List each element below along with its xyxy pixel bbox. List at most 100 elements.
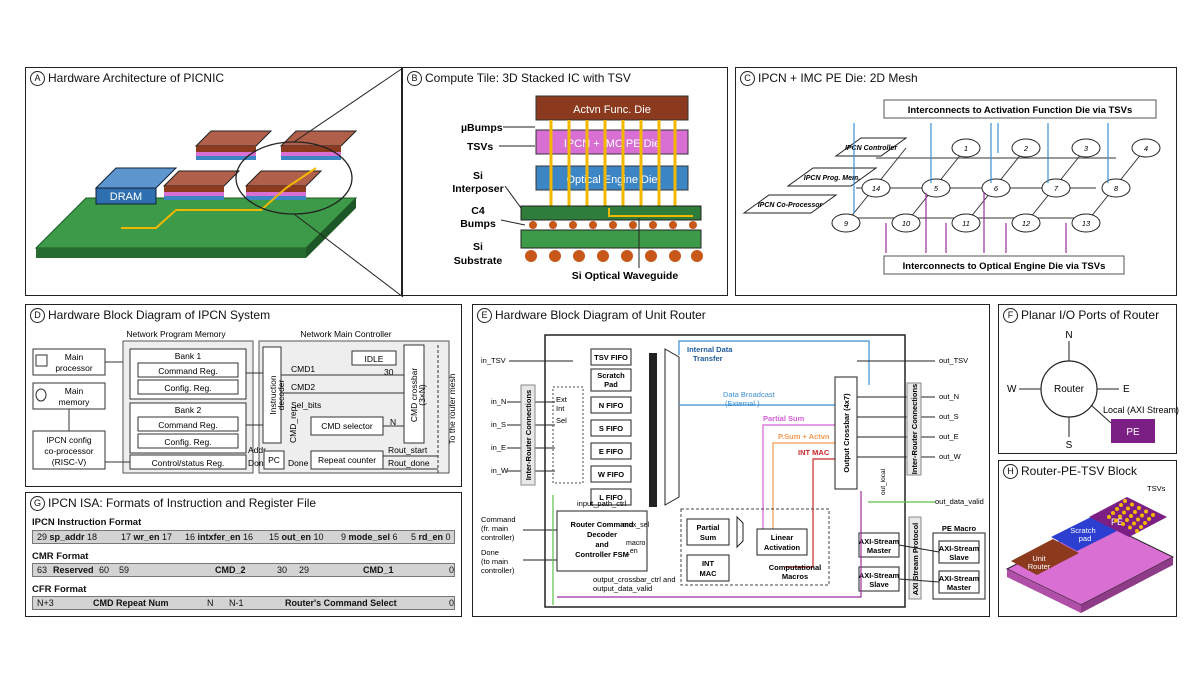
- svg-text:TSVs: TSVs: [1147, 484, 1166, 493]
- cmr-format-row: 63 Reserved 60 59 CMD_2 30 29 CMD_1 0: [32, 563, 455, 577]
- tsvs-label: TSVs: [467, 141, 493, 153]
- svg-text:mux_sel: mux_sel: [623, 522, 650, 529]
- mesh-node-label: 4: [1144, 144, 1148, 153]
- int-mac-line: [785, 458, 835, 568]
- repeat-counter-box: [310, 450, 384, 470]
- tsv-dot: [1137, 506, 1141, 510]
- mesh-node-label: 13: [1082, 219, 1091, 228]
- waveguide-b: [226, 167, 317, 211]
- svg-text:Addr.: Addr.: [248, 445, 268, 455]
- field-mode-sel: 9 mode_sel 6: [341, 532, 398, 542]
- panel-b-arrows: [499, 126, 640, 268]
- partial-sum-block: [686, 518, 730, 546]
- svg-text:Control/status Reg.: Control/status Reg.: [152, 458, 225, 468]
- panel-c-illustration: Interconnects to Activation Function Die…: [742, 99, 1161, 275]
- data-bus: [649, 353, 657, 507]
- top-interconnect-box: [883, 99, 1157, 119]
- svg-text:in_N: in_N: [491, 397, 506, 406]
- tsv-pillars: [549, 120, 677, 208]
- svg-text:processor: processor: [55, 363, 92, 373]
- svg-text:Inter-Router Connections: Inter-Router Connections: [524, 390, 533, 480]
- mesh-node: [891, 213, 921, 233]
- substrate-label-1: Si: [473, 241, 483, 253]
- svg-text:memory: memory: [59, 397, 90, 407]
- tsv-dot: [1144, 509, 1148, 514]
- svg-text:Main: Main: [65, 386, 84, 396]
- svg-text:PE: PE: [1126, 427, 1140, 438]
- svg-text:macro: macro: [626, 540, 646, 547]
- svg-text:Linear: Linear: [771, 533, 794, 542]
- mesh-node-label: 10: [902, 219, 911, 228]
- svg-text:_en: _en: [625, 548, 638, 555]
- svg-text:controller): controller): [481, 533, 515, 542]
- c4-label-2: Bumps: [460, 218, 496, 230]
- tsv-dot: [1147, 517, 1151, 521]
- field-sp-addr: 29 sp_addr 18: [37, 532, 98, 542]
- ipcn-die: [535, 129, 689, 155]
- svg-text:AXI Stream Protocol: AXI Stream Protocol: [911, 523, 920, 596]
- svg-text:CMD selector: CMD selector: [321, 421, 373, 431]
- svg-text:CMD1: CMD1: [291, 364, 315, 374]
- up-tsv-arrows: [853, 123, 1109, 213]
- zoom-line-bottom: [293, 213, 404, 298]
- output-crossbar: [834, 376, 858, 490]
- mesh-node-label: 14: [872, 184, 880, 193]
- svg-text:in_S: in_S: [491, 420, 506, 429]
- controller-fsm: [556, 510, 648, 572]
- mesh-node: [951, 213, 981, 233]
- dram-top: [94, 167, 178, 189]
- svg-text:Sel: Sel: [556, 416, 567, 425]
- si-interposer-label-2: Interposer: [452, 183, 503, 195]
- cmr-c-lo: 0: [449, 565, 455, 575]
- bottom-interconnect-label: Interconnects to Optical Engine Die via …: [903, 261, 1106, 272]
- instr-format-row: 29 sp_addr 18 17 wr_en 17 16 intxfer_en …: [32, 530, 455, 544]
- tsv-dot: [1114, 518, 1118, 523]
- svg-text:Rout_start: Rout_start: [388, 445, 428, 455]
- svg-text:Ext: Ext: [556, 395, 568, 404]
- mesh-node-label: 12: [1022, 219, 1031, 228]
- svg-text:Internal Data: Internal Data: [687, 345, 733, 354]
- cmr-b-lo: 30: [277, 565, 288, 575]
- svg-text:Inter-Router Connections: Inter-Router Connections: [910, 384, 919, 474]
- svg-text:Controller FSM: Controller FSM: [575, 550, 629, 559]
- svg-text:Router: Router: [1054, 384, 1085, 395]
- tsv-dot: [1143, 521, 1147, 525]
- chip-stack-4: [244, 170, 323, 200]
- tsv-dot: [1132, 521, 1136, 526]
- cfr-b-lo: 0: [449, 598, 455, 608]
- field-rd-en: 5 rd_en 0: [411, 532, 451, 542]
- svg-text:Slave: Slave: [869, 580, 889, 589]
- mesh-node-label: 2: [1023, 144, 1029, 153]
- ubumps-label: µBumps: [461, 122, 503, 134]
- tsv-dot: [1118, 514, 1122, 519]
- int-mac-block: [686, 554, 730, 582]
- svg-text:Command Reg.: Command Reg.: [158, 366, 218, 376]
- mesh-node: [951, 138, 981, 158]
- tsv-dot: [1136, 517, 1140, 522]
- cfr-a-name: CMD Repeat Num: [93, 598, 169, 608]
- mesh-node: [1101, 178, 1131, 198]
- svg-text:Router: Router: [1028, 562, 1051, 571]
- svg-text:CMD_rep: CMD_rep: [288, 406, 298, 443]
- panel-e-diagram: in_TSV in_N in_S in_E in_W Inter-Router …: [481, 334, 986, 608]
- svg-text:(fr. main: (fr. main: [481, 524, 508, 533]
- svg-text:PE Macro: PE Macro: [942, 524, 977, 533]
- c4-bumps: [529, 221, 697, 229]
- svg-text:IPCN Prog. Mem.: IPCN Prog. Mem.: [804, 175, 860, 182]
- cmd-crossbar: [403, 344, 425, 444]
- board-side: [36, 248, 306, 258]
- computational-macros: [680, 508, 830, 586]
- mesh-node-label: 1: [964, 144, 968, 153]
- svg-text:CMD2: CMD2: [291, 382, 315, 392]
- bottom-interconnect-box: [883, 255, 1125, 275]
- svg-text:Instruction: Instruction: [268, 375, 278, 414]
- svg-text:W: W: [1007, 384, 1017, 395]
- svg-text:co-processor: co-processor: [44, 446, 93, 456]
- zoom-line-top: [293, 67, 404, 143]
- svg-text:in_W: in_W: [491, 466, 509, 475]
